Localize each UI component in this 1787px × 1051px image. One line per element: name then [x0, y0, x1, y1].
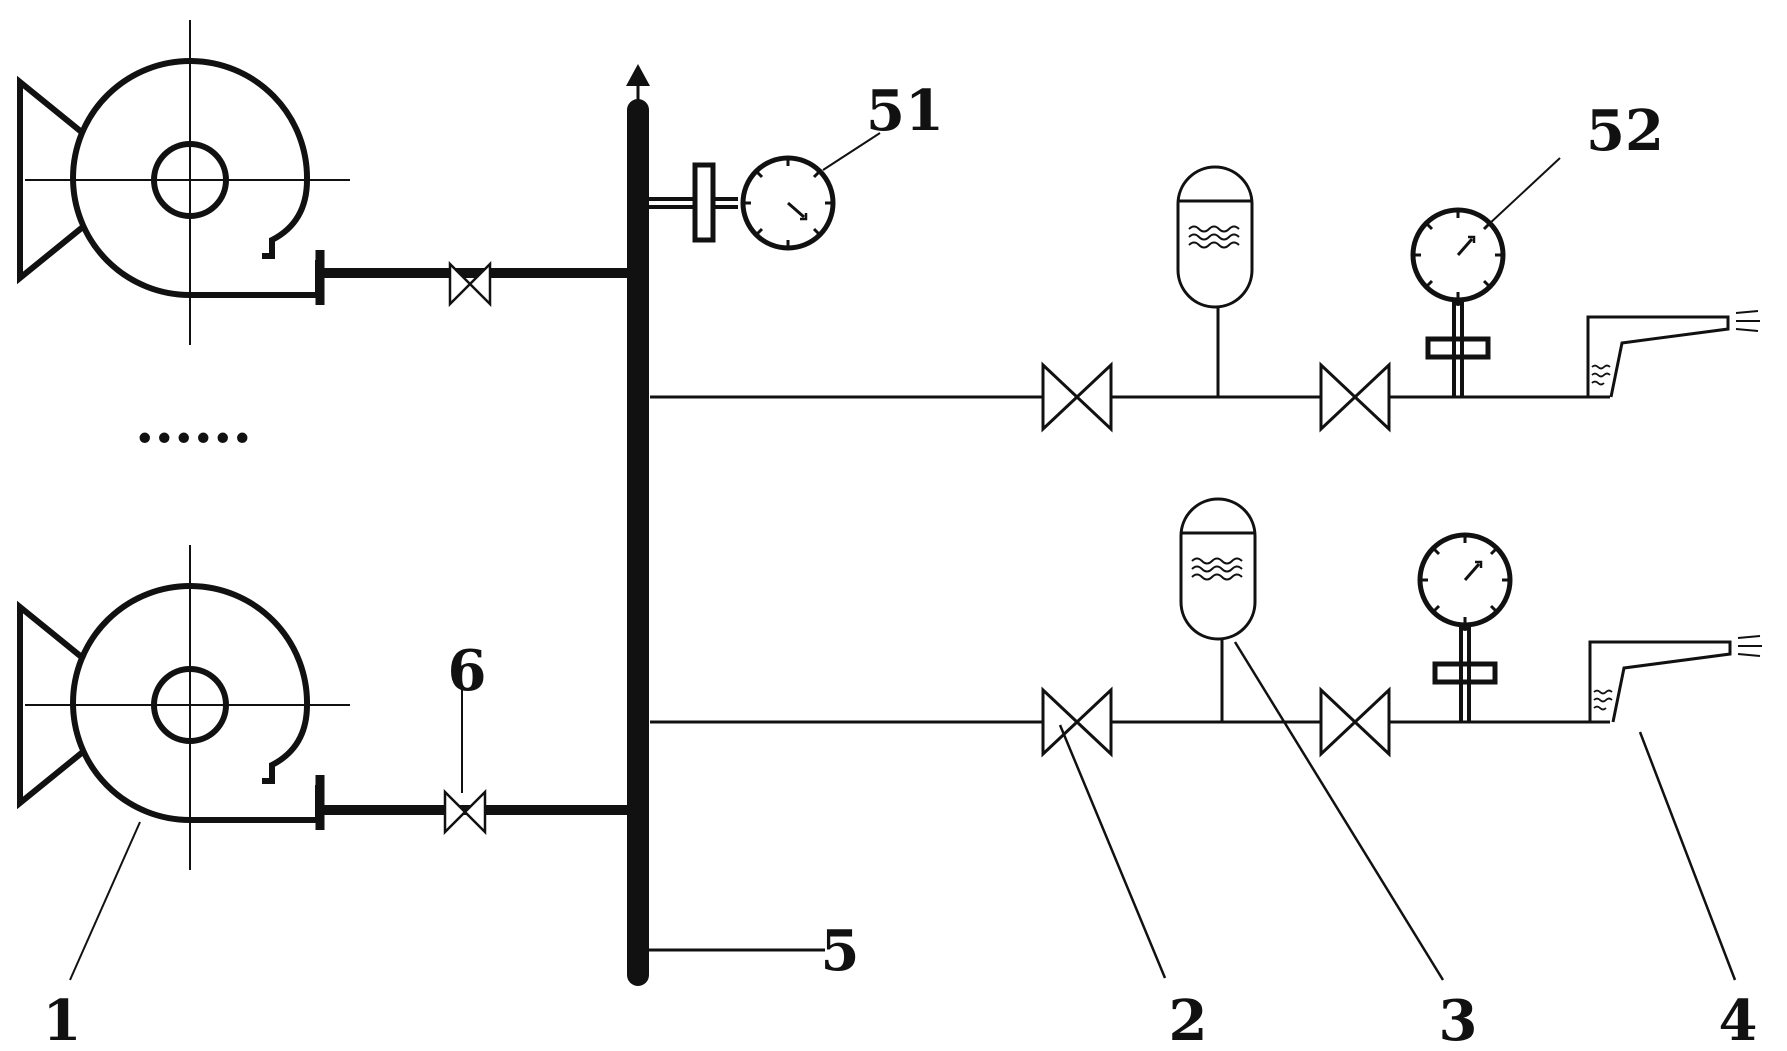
blower-top: [20, 20, 350, 345]
label-2: 2: [1169, 988, 1208, 1051]
leader-2: [1060, 725, 1165, 978]
branch-1-tank: [1178, 167, 1252, 307]
blower-bottom-valve: [445, 792, 485, 832]
vent-arrow-icon: [626, 64, 650, 86]
branch-1-valve-2: [1321, 365, 1389, 429]
blower-bottom: [20, 545, 350, 870]
ellipsis-text: ......: [135, 390, 252, 456]
label-51: 51: [866, 78, 944, 144]
leader-4: [1640, 732, 1735, 980]
branch-2-gauge: [1420, 535, 1510, 625]
label-3: 3: [1439, 988, 1478, 1051]
main-gauge-flange: [695, 165, 713, 240]
leader-3: [1235, 642, 1443, 980]
branch-2-nozzle: [1590, 636, 1762, 722]
branch-2-valve-1: [1043, 690, 1111, 754]
main-gauge: [743, 158, 833, 248]
leader-1: [70, 822, 140, 980]
label-6: 6: [448, 638, 487, 704]
branch-1-gauge-stem: [1428, 296, 1488, 397]
label-4: 4: [1719, 988, 1758, 1051]
branch-2-tank: [1181, 499, 1255, 639]
label-1: 1: [43, 988, 82, 1051]
label-52: 52: [1586, 98, 1664, 164]
branch-2-valve-2: [1321, 690, 1389, 754]
branch-1-valve-1: [1043, 365, 1111, 429]
branch-1-nozzle: [1588, 311, 1760, 397]
branch-2-gauge-stem: [1435, 621, 1495, 722]
label-5: 5: [821, 918, 860, 984]
leader-52: [1488, 158, 1560, 225]
